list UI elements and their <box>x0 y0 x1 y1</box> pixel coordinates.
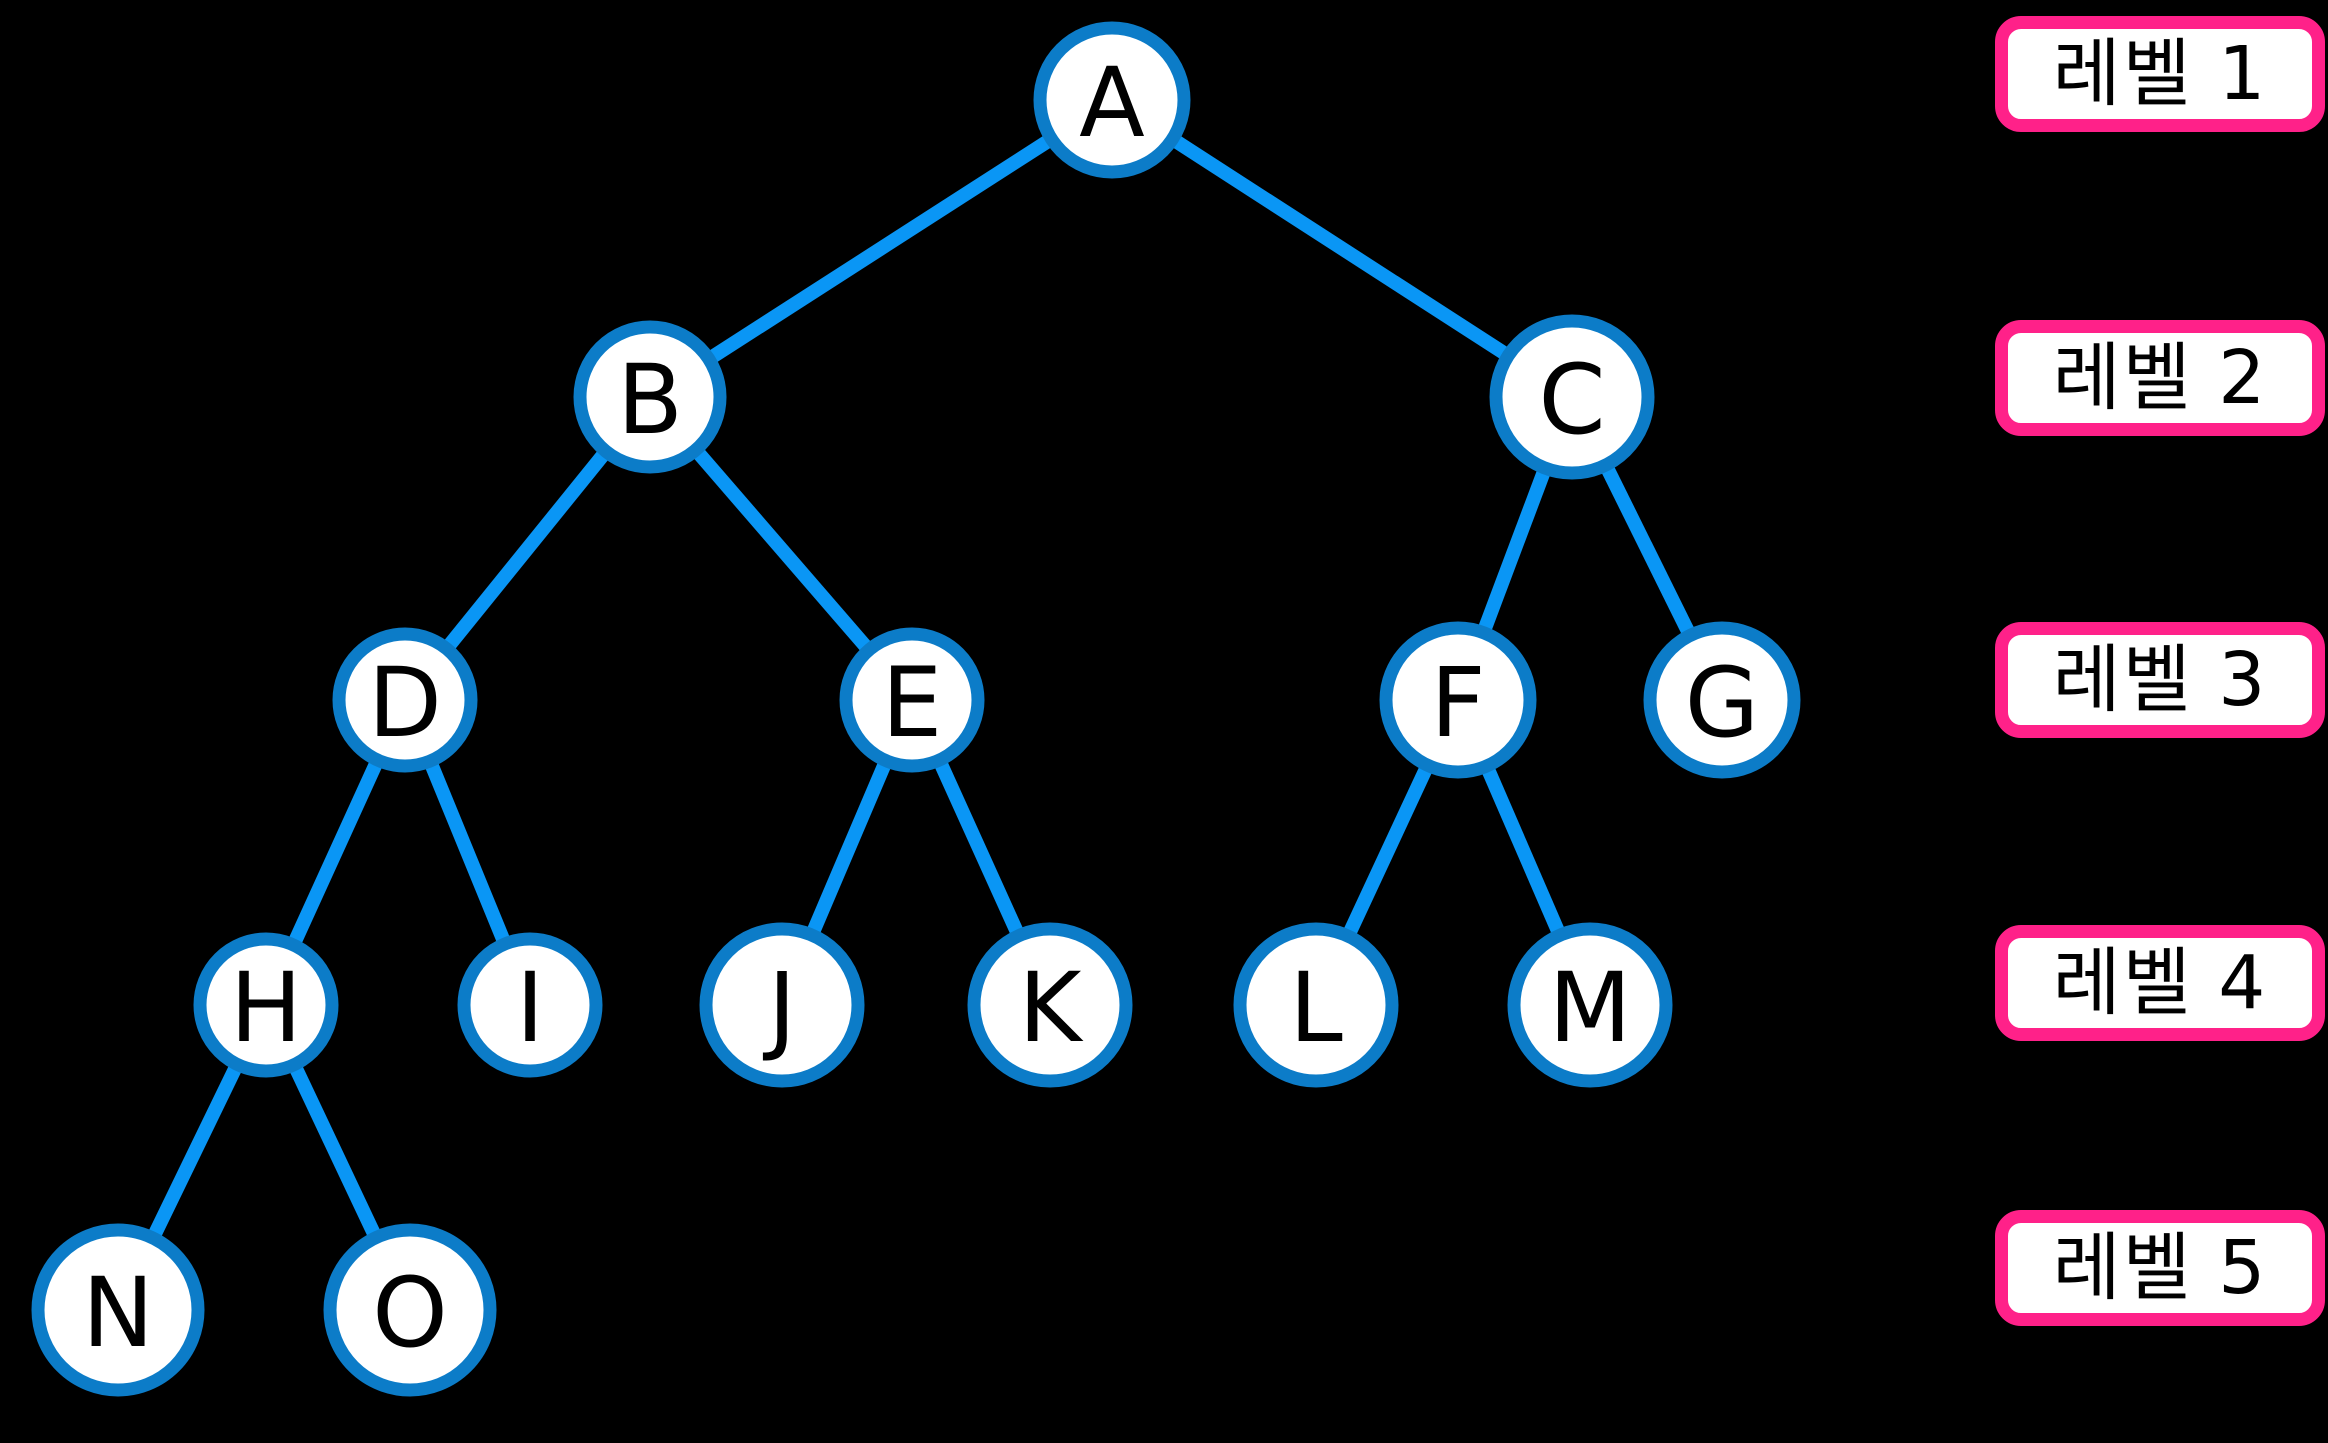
node-circle-g[interactable] <box>1643 621 1801 779</box>
tree-edge-c-f <box>1476 465 1552 636</box>
level-badge-label-3: 레벨 3 <box>2052 637 2268 723</box>
node-label-m: M <box>1549 952 1632 1064</box>
node-label-j: J <box>763 952 796 1064</box>
node-circle-m[interactable] <box>1507 922 1673 1088</box>
edges-layer <box>146 133 1697 1242</box>
level-badge-label-2: 레벨 2 <box>2052 335 2268 421</box>
node-label-o: O <box>372 1257 448 1369</box>
tree-node-l[interactable]: L <box>1233 922 1399 1088</box>
level-badge-label-1: 레벨 1 <box>2052 31 2268 117</box>
node-label-i: I <box>516 952 544 1064</box>
node-label-f: F <box>1430 647 1485 759</box>
node-label-k: K <box>1019 952 1084 1064</box>
nodes-layer: A B C D E F G H I J K L M N O <box>31 21 1801 1397</box>
tree-edge-b-e <box>690 445 875 655</box>
node-label-h: H <box>230 952 302 1064</box>
level-badge-3[interactable]: 레벨 3 <box>1995 622 2325 738</box>
tree-edge-e-j <box>805 757 893 938</box>
level-badge-2[interactable]: 레벨 2 <box>1995 320 2325 436</box>
node-label-e: E <box>882 647 943 759</box>
tree-node-b[interactable]: B <box>573 320 727 474</box>
tree-edge-a-c <box>1168 133 1512 362</box>
node-circle-e[interactable] <box>839 627 985 773</box>
tree-edge-h-o <box>287 1061 383 1241</box>
tree-node-e[interactable]: E <box>839 627 985 773</box>
tree-edge-a-b <box>705 133 1056 366</box>
node-circle-a[interactable] <box>1033 21 1191 179</box>
node-circle-l[interactable] <box>1233 922 1399 1088</box>
level-badge-label-4: 레벨 4 <box>2052 940 2268 1026</box>
level-badge-1[interactable]: 레벨 1 <box>1995 16 2325 132</box>
tree-node-j[interactable]: J <box>699 922 865 1088</box>
tree-node-g[interactable]: G <box>1643 621 1801 779</box>
level-badge-4[interactable]: 레벨 4 <box>1995 925 2325 1041</box>
tree-node-f[interactable]: F <box>1379 621 1537 779</box>
tree-edge-c-g <box>1599 462 1697 639</box>
node-label-d: D <box>368 647 442 759</box>
tree-edge-d-h <box>287 757 384 948</box>
node-circle-c[interactable] <box>1489 314 1655 480</box>
node-circle-j[interactable] <box>699 922 865 1088</box>
tree-edge-h-n <box>146 1061 244 1242</box>
level-badge-label-5: 레벨 5 <box>2052 1225 2268 1311</box>
tree-edge-f-l <box>1341 762 1434 940</box>
node-circle-o[interactable] <box>323 1223 497 1397</box>
tree-node-d[interactable]: D <box>332 627 478 773</box>
node-label-c: C <box>1538 344 1605 456</box>
node-circle-h[interactable] <box>193 932 339 1078</box>
node-label-l: L <box>1289 952 1342 1064</box>
tree-node-h[interactable]: H <box>193 932 339 1078</box>
node-circle-d[interactable] <box>332 627 478 773</box>
tree-edge-e-k <box>932 757 1026 939</box>
tree-edge-d-i <box>423 758 512 947</box>
level-badge-5[interactable]: 레벨 5 <box>1995 1210 2325 1326</box>
node-label-n: N <box>82 1257 154 1369</box>
tree-node-o[interactable]: O <box>323 1223 497 1397</box>
tree-node-a[interactable]: A <box>1033 21 1191 179</box>
node-circle-n[interactable] <box>31 1223 205 1397</box>
node-label-a: A <box>1079 47 1145 159</box>
tree-node-i[interactable]: I <box>457 932 603 1078</box>
tree-node-m[interactable]: M <box>1507 922 1673 1088</box>
node-circle-b[interactable] <box>573 320 727 474</box>
tree-node-n[interactable]: N <box>31 1223 205 1397</box>
node-label-b: B <box>617 344 683 456</box>
tree-node-k[interactable]: K <box>967 922 1133 1088</box>
tree-edge-f-m <box>1480 763 1567 939</box>
node-circle-i[interactable] <box>457 932 603 1078</box>
node-circle-f[interactable] <box>1379 621 1537 779</box>
node-label-g: G <box>1685 647 1759 759</box>
node-circle-k[interactable] <box>967 922 1133 1088</box>
tree-node-c[interactable]: C <box>1489 314 1655 480</box>
tree-edge-b-d <box>441 447 612 654</box>
